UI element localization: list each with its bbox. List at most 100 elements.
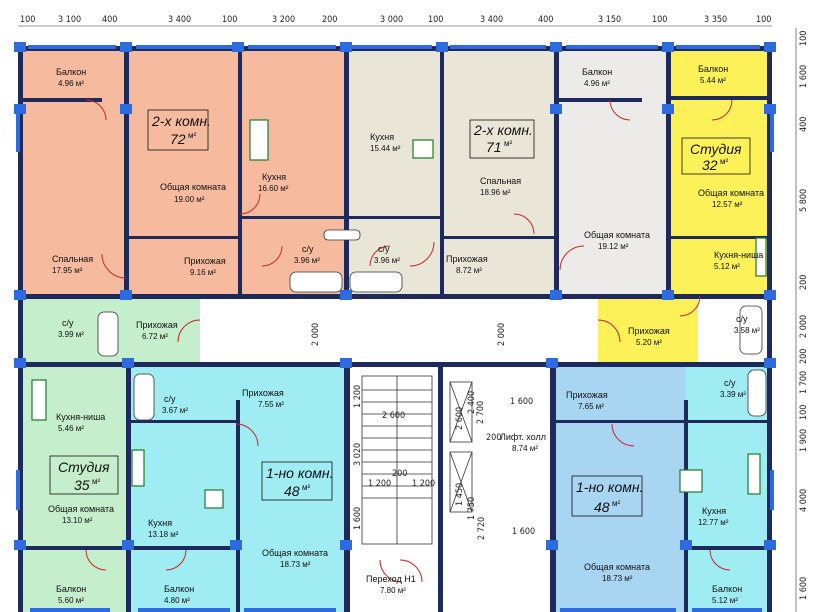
svg-text:Общая комната: Общая комната xyxy=(584,562,650,572)
svg-text:16.60 м²: 16.60 м² xyxy=(258,184,289,193)
room-label: с/у 3.67 м² xyxy=(162,394,188,415)
dim-right-8: 1 700 xyxy=(799,371,809,394)
interior-dimensions: 2 000 2 000 2 600 1 600 1 200 3 020 200 … xyxy=(311,323,535,540)
apartment-unit: м² xyxy=(504,139,513,148)
apartment-b-fill-2 xyxy=(440,48,560,296)
room-label: с/у 3.99 м² xyxy=(58,318,84,339)
dim-int-1: 2 000 xyxy=(311,323,321,346)
room-label: Балкон 4.80 м² xyxy=(164,584,194,605)
svg-text:5.12 м²: 5.12 м² xyxy=(714,262,740,271)
svg-text:12.57 м²: 12.57 м² xyxy=(712,200,743,209)
dim-top-8: 3 000 xyxy=(380,15,403,25)
svg-text:Балкон: Балкон xyxy=(712,584,742,594)
dim-int-15: 1 750 xyxy=(467,497,477,520)
svg-text:Прихожая: Прихожая xyxy=(136,320,178,330)
svg-text:Прихожая: Прихожая xyxy=(628,326,670,336)
svg-text:3.99 м²: 3.99 м² xyxy=(58,330,84,339)
svg-text:3.58 м²: 3.58 м² xyxy=(734,326,760,335)
svg-text:Лифт. холл: Лифт. холл xyxy=(500,432,546,442)
dim-top-3: 400 xyxy=(102,15,117,25)
apartment-labels: 2-х комн. 72 м² 2-х комн. 71 м² Студия 3… xyxy=(49,109,751,517)
svg-text:Балкон: Балкон xyxy=(164,584,194,594)
dim-right-10: 1 900 xyxy=(799,429,809,452)
dim-int-18: 1 600 xyxy=(512,527,535,537)
dim-top-7: 200 xyxy=(322,15,337,25)
room-label: Прихожая 9.16 м² xyxy=(184,256,226,277)
apartment-title: 2-х комн. xyxy=(151,113,211,129)
furniture xyxy=(31,119,767,509)
dim-int-6: 3 020 xyxy=(353,443,363,466)
svg-text:7.80 м²: 7.80 м² xyxy=(380,586,406,595)
corridor-fill xyxy=(200,298,598,364)
apartment-unit: м² xyxy=(302,483,311,492)
svg-text:3.67 м²: 3.67 м² xyxy=(162,406,188,415)
dim-top-10: 3 400 xyxy=(480,15,503,25)
svg-text:18.73 м²: 18.73 м² xyxy=(280,560,311,569)
dim-int-5: 1 200 xyxy=(353,385,363,408)
room-label: Общая комната 19.00 м² xyxy=(160,182,226,204)
dim-top-4: 3 400 xyxy=(168,15,191,25)
one-room-right-fill-blue xyxy=(553,364,685,612)
svg-text:с/у: с/у xyxy=(164,394,176,404)
svg-text:Общая комната: Общая комната xyxy=(48,504,114,514)
apartment-unit: м² xyxy=(92,477,101,486)
dim-int-2: 2 000 xyxy=(497,323,507,346)
apartment-area: 35 xyxy=(74,477,90,493)
dim-right-9: 100 xyxy=(799,405,809,420)
apartment-label-2room-b: 2-х комн. 71 м² xyxy=(469,119,535,159)
apartment-unit: м² xyxy=(720,157,729,166)
room-fills xyxy=(20,48,770,612)
svg-text:6.72 м²: 6.72 м² xyxy=(142,332,168,341)
svg-text:18.96 м²: 18.96 м² xyxy=(480,188,511,197)
dim-right-11: 4 000 xyxy=(799,489,809,512)
svg-text:Спальная: Спальная xyxy=(52,254,93,264)
dim-right-12: 1 600 xyxy=(799,577,809,600)
doors xyxy=(85,99,733,583)
dim-int-9: 1 200 xyxy=(412,479,435,489)
svg-text:с/у: с/у xyxy=(62,318,74,328)
top-dimension-line: 100 3 100 400 3 400 100 3 200 200 3 000 … xyxy=(18,15,772,27)
apartment-title: Студия xyxy=(58,459,110,475)
apartment-area: 32 xyxy=(702,157,718,173)
stair-core xyxy=(361,375,473,545)
svg-text:Прихожая: Прихожая xyxy=(242,388,284,398)
sanitary xyxy=(97,229,767,421)
dim-top-14: 3 350 xyxy=(704,15,727,25)
dim-int-14: 2 400 xyxy=(467,391,477,414)
stair-core-fill xyxy=(346,364,553,612)
apartment-label-1room-a: 1-но комн. 48 м² xyxy=(261,461,333,501)
svg-text:7.65 м²: 7.65 м² xyxy=(578,402,604,411)
apartment-title: 1-но комн. xyxy=(266,465,333,481)
svg-text:4.80 м²: 4.80 м² xyxy=(164,596,190,605)
apartment-title: 1-но комн. xyxy=(576,479,643,495)
svg-text:5.46 м²: 5.46 м² xyxy=(58,424,84,433)
svg-text:3.39 м²: 3.39 м² xyxy=(720,390,746,399)
dim-int-4: 1 600 xyxy=(510,397,533,407)
dim-int-10: 1 600 xyxy=(353,507,363,530)
svg-text:Прихожая: Прихожая xyxy=(446,254,488,264)
apartment-title: Студия xyxy=(690,141,742,157)
dim-right-1: 100 xyxy=(799,31,809,46)
apartment-title: 2-х комн. xyxy=(473,122,533,138)
svg-text:Прихожая: Прихожая xyxy=(184,256,226,266)
svg-text:Общая комната: Общая комната xyxy=(160,182,226,192)
dim-top-15: 100 xyxy=(756,15,771,25)
svg-text:9.16 м²: 9.16 м² xyxy=(190,268,216,277)
svg-text:с/у: с/у xyxy=(736,314,748,324)
apartment-unit: м² xyxy=(188,131,197,140)
dim-top-5: 100 xyxy=(222,15,237,25)
dim-right-6: 2 000 xyxy=(799,315,809,338)
dim-top-9: 100 xyxy=(428,15,443,25)
right-dimension-line: 100 1 600 400 5 800 200 2 000 200 1 700 … xyxy=(795,28,809,612)
svg-text:19.00 м²: 19.00 м² xyxy=(174,195,205,204)
